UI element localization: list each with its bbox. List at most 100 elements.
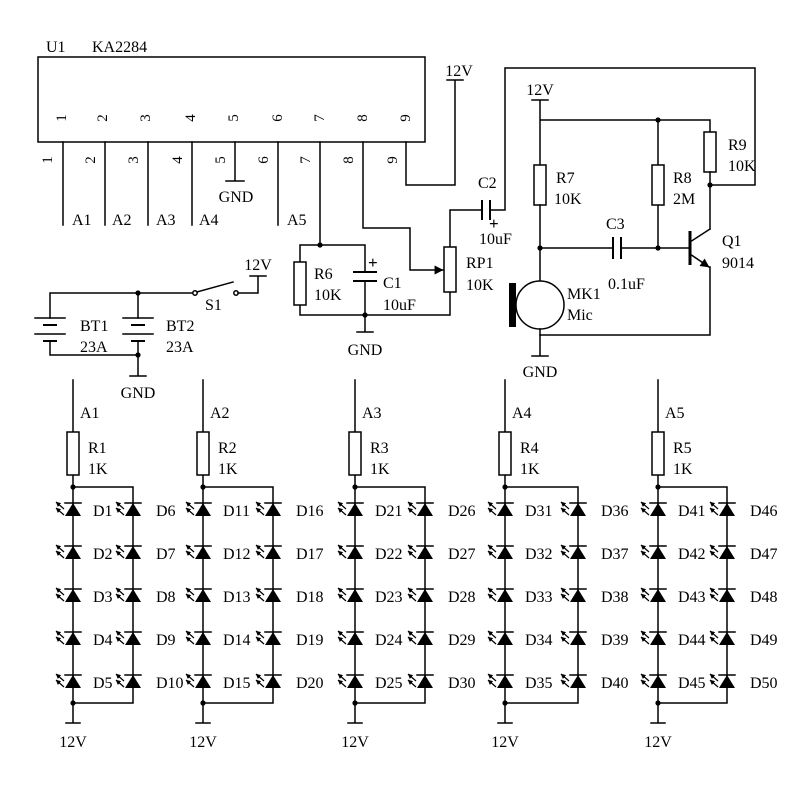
- q1-collector: [688, 227, 712, 244]
- led-light-arrow: [709, 550, 719, 559]
- led-d10: [115, 673, 142, 688]
- r8-ref-label: R8: [673, 170, 692, 187]
- led-light-arrow: [560, 679, 570, 688]
- led-triangle: [195, 675, 211, 688]
- resistor-r2-ref-label: R2: [218, 440, 237, 457]
- led-triangle: [719, 546, 735, 559]
- ic-pin5-ground-symbol: [225, 141, 245, 182]
- ic-part-label: KA2284: [92, 39, 147, 56]
- led-label-d40: D40: [601, 675, 629, 692]
- led-label-d9: D9: [156, 632, 176, 649]
- led-label-d1: D1: [93, 503, 113, 520]
- input-ground-label: GND: [348, 342, 383, 359]
- switch-s1-pivot: [192, 290, 198, 296]
- junction-dot: [352, 700, 358, 706]
- led-light-arrow: [560, 501, 570, 510]
- led-group-supply-label-4: 12V: [491, 734, 519, 751]
- q1-ref-label: Q1: [722, 233, 742, 250]
- led-light-arrow: [709, 544, 719, 553]
- led-label-d28: D28: [448, 589, 476, 606]
- led-triangle: [417, 675, 433, 688]
- led-label-d42: D42: [678, 546, 706, 563]
- led-light-arrow: [55, 501, 65, 510]
- input-network-wires: [299, 209, 483, 333]
- led-light-arrow: [255, 593, 265, 602]
- battery-bt2-long-plates: [122, 317, 154, 335]
- switch-supply-label: 12V: [244, 257, 272, 274]
- ic-outer-pin-7: 7: [298, 156, 314, 164]
- led-triangle: [265, 503, 281, 516]
- input-network: R6 10K + C1 10uF RP1 10K C2 + 10uF GND: [293, 67, 756, 359]
- led-light-arrow: [560, 550, 570, 559]
- c3-value-label: 0.1uF: [608, 276, 645, 293]
- led-d33: [487, 587, 514, 602]
- output-label-a2: A2: [112, 212, 132, 229]
- led-light-arrow: [640, 501, 650, 510]
- led-light-arrow: [407, 544, 417, 553]
- led-triangle: [417, 632, 433, 645]
- led-triangle: [417, 589, 433, 602]
- resistor-r7: [533, 164, 547, 206]
- junction-dot: [362, 312, 368, 318]
- r9-value-label: 10K: [728, 158, 756, 175]
- ic-output-pin-wires: [62, 141, 279, 226]
- ic-outer-pin-5: 5: [213, 156, 229, 164]
- led-light-arrow: [640, 673, 650, 682]
- led-d8: [115, 587, 142, 602]
- led-light-arrow: [115, 501, 125, 510]
- led-label-d8: D8: [156, 589, 176, 606]
- led-d40: [560, 673, 587, 688]
- led-d32: [487, 544, 514, 559]
- led-light-arrow: [407, 630, 417, 639]
- mic-ground-symbol: [531, 328, 549, 357]
- bt1-ref-label: BT1: [80, 318, 108, 335]
- junction-dot: [502, 484, 508, 490]
- led-label-d39: D39: [601, 632, 629, 649]
- led-triangle: [347, 589, 363, 602]
- c2-ref-label: C2: [478, 175, 497, 192]
- ic-outer-pin-8: 8: [341, 156, 357, 164]
- led-triangle: [417, 546, 433, 559]
- resistor-r3: [348, 431, 362, 476]
- led-triangle: [195, 503, 211, 516]
- r8-value-label: 2M: [673, 191, 695, 208]
- ic-pin8-wiper-wire: [362, 141, 444, 275]
- led-triangle: [497, 675, 513, 688]
- led-d37: [560, 544, 587, 559]
- led-light-arrow: [487, 630, 497, 639]
- ic-inner-pin-1: 1: [54, 114, 70, 122]
- led-label-d45: D45: [678, 675, 706, 692]
- led-triangle: [125, 546, 141, 559]
- ic-inner-pin-5: 5: [226, 114, 242, 122]
- led-light-arrow: [337, 673, 347, 682]
- amp-ground-label: GND: [523, 364, 558, 381]
- led-light-arrow: [640, 630, 650, 639]
- led-label-d7: D7: [156, 546, 176, 563]
- led-label-d26: D26: [448, 503, 476, 520]
- led-label-d44: D44: [678, 632, 706, 649]
- rp1-value-label: 10K: [466, 277, 494, 294]
- resistor-r4-value-label: 1K: [520, 461, 540, 478]
- battery-wires: [49, 292, 194, 377]
- led-light-arrow: [487, 679, 497, 688]
- resistor-r1: [66, 431, 80, 476]
- led-label-d20: D20: [296, 675, 324, 692]
- ic-outer-pin-1: 1: [40, 156, 56, 164]
- led-light-arrow: [709, 593, 719, 602]
- led-d16: [255, 501, 282, 516]
- led-label-d49: D49: [750, 632, 778, 649]
- led-triangle: [719, 632, 735, 645]
- junction-dot: [200, 484, 206, 490]
- led-light-arrow: [407, 587, 417, 596]
- led-triangle: [265, 589, 281, 602]
- led-light-arrow: [185, 544, 195, 553]
- led-label-d17: D17: [296, 546, 324, 563]
- led-light-arrow: [560, 544, 570, 553]
- ic-pin9-supply-wire: [405, 79, 464, 186]
- led-triangle: [650, 546, 666, 559]
- junction-dot: [352, 484, 358, 490]
- resistor-r3-value-label: 1K: [370, 461, 390, 478]
- ic-inner-pin-8: 8: [355, 114, 371, 122]
- led-light-arrow: [709, 501, 719, 510]
- output-label-a3: A3: [156, 212, 176, 229]
